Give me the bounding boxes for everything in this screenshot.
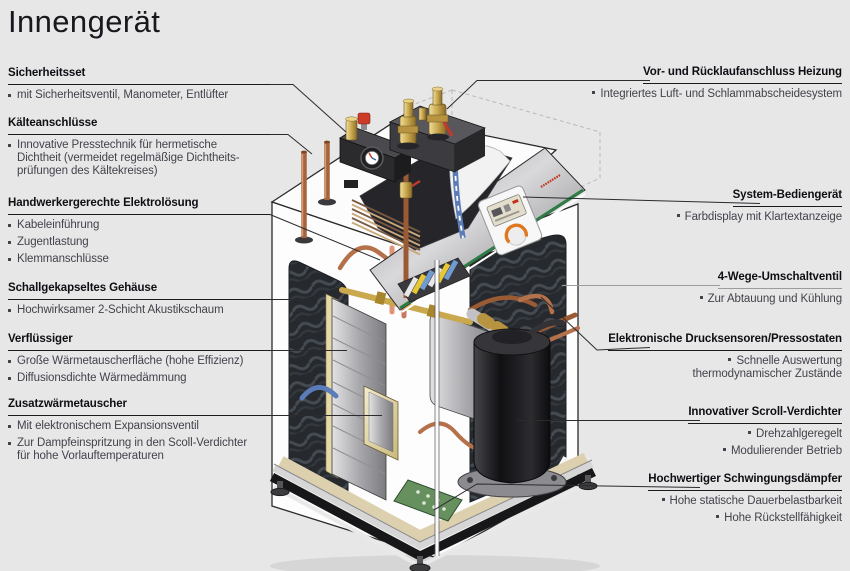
control-panel (369, 147, 586, 313)
vibration-damper-feet (270, 475, 598, 571)
bullet-square-icon (676, 214, 680, 218)
bullet-list: Drehzahlgeregelt Modulierender Betrieb (554, 428, 842, 458)
bullet-list: Innovative Presstechnik für hermetische … (8, 139, 270, 178)
bullet-item: Farbdisplay mit Klartextanzeige (554, 211, 842, 224)
callout-heading: Vor- und Rücklaufanschluss Heizung (643, 65, 842, 84)
bullet-list: Integriertes Luft- und Schlammabscheides… (554, 88, 842, 101)
callout-bediengeraet: System-Bediengerät Farbdisplay mit Klart… (554, 185, 842, 224)
leader-lines (269, 80, 761, 511)
callout-zusatzwaermetauscher: Zusatzwärmetauscher Mit elektronischem E… (8, 397, 270, 463)
roof-opening (351, 139, 513, 298)
bullet-item: Integriertes Luft- und Schlammabscheides… (554, 88, 842, 101)
bullet-list: mit Sicherheitsventil, Manometer, Entlüf… (8, 89, 270, 102)
callout-heading: 4-Wege-Umschaltventil (717, 270, 842, 289)
callout-heading: System-Bediengerät (732, 188, 842, 207)
bullet-square-icon (722, 448, 726, 452)
callout-verfluessiger: Verflüssiger Große Wärmetauscherfläche (… (8, 332, 270, 385)
callout-schwingungsdaempfer: Hochwertiger Schwingungsdämpfer Hohe sta… (554, 469, 842, 525)
cable-bundle (351, 199, 421, 256)
bullet-square-icon (728, 358, 732, 362)
bullet-square-icon (748, 431, 752, 435)
bullet-list: Hohe statische Dauerbelastbarkeit Hohe R… (554, 495, 842, 525)
callout-vor-ruecklauf: Vor- und Rücklaufanschluss Heizung Integ… (554, 62, 842, 101)
auxiliary-heat-exchanger (363, 385, 399, 461)
page-title: Innengerät (8, 4, 161, 39)
callout-drucksensoren: Elektronische Drucksensoren/Pressostaten… (554, 329, 842, 381)
bullet-square-icon (8, 442, 11, 445)
bullet-list: Zur Abtauung und Kühlung (554, 293, 842, 306)
bullet-item: Innovative Presstechnik für hermetische … (8, 139, 270, 178)
bullet-item: Zur Dampfeinspritzung in den Scoll-Verdi… (8, 437, 270, 463)
bullet-square-icon (8, 94, 11, 97)
bullet-item: Zugentlastung (8, 236, 270, 249)
callout-heading: Hochwertiger Schwingungsdämpfer (648, 472, 842, 491)
callout-heading: Kälteanschlüsse (8, 116, 270, 135)
rotary-knob-icon (504, 223, 528, 246)
callout-heading: Zusatzwärmetauscher (8, 397, 270, 416)
bullet-item: Modulierender Betrieb (554, 445, 842, 458)
brass-valve-icon (397, 98, 419, 150)
bullet-item: Hohe statische Dauerbelastbarkeit (554, 495, 842, 508)
bullet-item: Klemmanschlüsse (8, 253, 270, 266)
bullet-square-icon (8, 360, 11, 363)
bullet-item: mit Sicherheitsventil, Manometer, Entlüf… (8, 89, 270, 102)
bullet-square-icon (8, 144, 11, 147)
bullet-item: Zur Abtauung und Kühlung (554, 293, 842, 306)
controller-pcb (393, 479, 463, 522)
bullet-square-icon (661, 498, 665, 502)
bullet-square-icon (8, 309, 11, 312)
callout-scroll-verdichter: Innovativer Scroll-Verdichter Drehzahlge… (554, 402, 842, 458)
callout-kaelteanschluesse: Kälteanschlüsse Innovative Presstechnik … (8, 116, 270, 178)
callout-heading: Innovativer Scroll-Verdichter (688, 405, 842, 424)
callout-sicherheitsset: Sicherheitsset mit Sicherheitsventil, Ma… (8, 66, 270, 102)
bullet-list: Schnelle Auswertung thermodynamischer Zu… (554, 355, 842, 381)
brass-valve-red-lever-icon (426, 86, 454, 141)
brand-logo-mark (540, 174, 561, 188)
bullet-square-icon (699, 296, 703, 300)
front-corner-edge (434, 260, 440, 556)
bullet-square-icon (8, 241, 11, 244)
condenser-heat-exchanger (325, 293, 387, 501)
callout-elektroloesung: Handwerkergerechte Elektrolösung Kabelei… (8, 196, 270, 266)
callout-heading: Sicherheitsset (8, 66, 270, 85)
bullet-list: Große Wärmetauscherfläche (hohe Effizien… (8, 355, 270, 385)
bullet-list: Kabeleinführung Zugentlastung Klemmansch… (8, 219, 270, 266)
bullet-square-icon (8, 258, 11, 261)
bullet-list: Mit elektronischem Expansionsventil Zur … (8, 420, 270, 463)
bullet-item: Hochwirksamer 2-Schicht Akustikschaum (8, 304, 270, 317)
bullet-square-icon (592, 91, 596, 95)
bullet-square-icon (8, 425, 11, 428)
refrigerant-connection-pipes (295, 140, 336, 244)
callout-heading: Elektronische Drucksensoren/Pressostaten (608, 332, 842, 351)
callout-heading: Schallgekapseltes Gehäuse (8, 281, 270, 300)
callout-heading: Handwerkergerechte Elektrolösung (8, 196, 270, 215)
bullet-item: Drehzahlgeregelt (554, 428, 842, 441)
bullet-item: Diffusionsdichte Wärmedämmung (8, 372, 270, 385)
callout-umschaltventil: 4-Wege-Umschaltventil Zur Abtauung und K… (554, 267, 842, 306)
system-control-display (477, 185, 543, 256)
bullet-item: Schnelle Auswertung thermodynamischer Zu… (692, 355, 842, 380)
bullet-item: Hohe Rückstellfähigkeit (554, 512, 842, 525)
bullet-list: Hochwirksamer 2-Schicht Akustikschaum (8, 304, 270, 317)
bullet-square-icon (8, 377, 11, 380)
safety-valve-red-cap-icon (357, 112, 371, 130)
callout-gehaeuse: Schallgekapseltes Gehäuse Hochwirksamer … (8, 281, 270, 317)
bullet-item: Mit elektronischem Expansionsventil (8, 420, 270, 433)
bullet-item: Große Wärmetauscherfläche (hohe Effizien… (8, 355, 270, 368)
bullet-square-icon (8, 224, 11, 227)
scroll-compressor (457, 319, 567, 498)
bullet-item: Kabeleinführung (8, 219, 270, 232)
callout-heading: Verflüssiger (8, 332, 270, 351)
pressure-gauge-icon (360, 146, 384, 170)
bullet-square-icon (716, 515, 720, 519)
heating-connection-valves (388, 86, 487, 173)
bullet-list: Farbdisplay mit Klartextanzeige (554, 211, 842, 224)
